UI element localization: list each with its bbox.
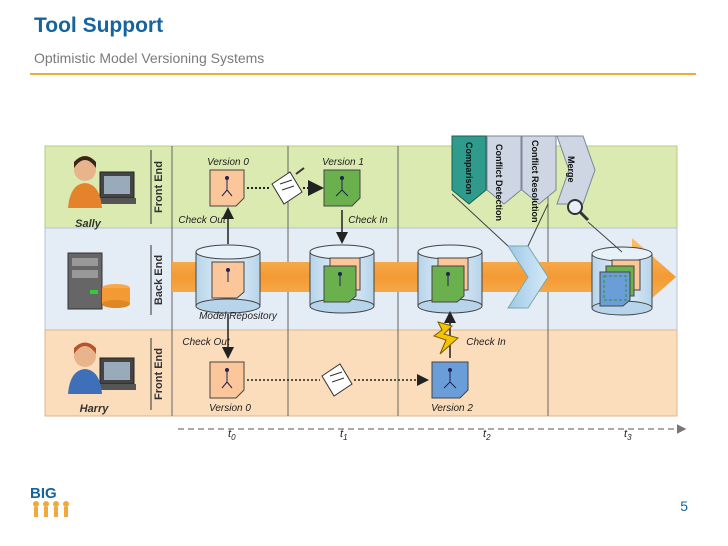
version1-label: Version 1: [322, 157, 364, 168]
repository-t2-icon: [417, 244, 483, 314]
process-steps: Comparison Conflict Detection Conflict R…: [451, 135, 596, 223]
repository-t1-icon: [309, 244, 375, 314]
edit-clipboard-icon: [271, 167, 305, 205]
harry-avatar-icon: [68, 342, 136, 394]
lane-label-back-end: Back End: [153, 255, 165, 305]
version0-bottom-document-icon: [209, 361, 245, 399]
checkin-bottom-label: Check In: [466, 337, 506, 348]
checkout-top-label: Check Out: [178, 215, 226, 226]
magnifier-icon: [567, 199, 590, 222]
lane-label-front-end-bottom: Front End: [153, 348, 165, 400]
timeline-t0: t0: [228, 428, 236, 442]
step-conflict-resolution: Conflict Resolution: [530, 140, 540, 223]
checkout-bottom-label: Check Out: [182, 337, 230, 348]
page-number: 5: [680, 498, 688, 514]
lane-harry: [44, 329, 678, 417]
lane-label-front-end-top: Front End: [153, 161, 165, 213]
timeline-t3: t3: [624, 428, 632, 442]
server-icon: [67, 252, 130, 310]
version0-bottom-label: Version 0: [209, 403, 251, 414]
repository-t0-icon: [195, 244, 261, 314]
version2-document-icon: [431, 361, 469, 399]
step-merge: Merge: [566, 156, 576, 183]
title-divider: [30, 73, 696, 75]
model-repository-label: Model Repository: [199, 311, 278, 322]
sally-avatar-icon: [68, 156, 136, 208]
timeline-t2: t2: [483, 428, 491, 442]
logo-text: BIG: [30, 485, 57, 502]
step-conflict-detection: Conflict Detection: [494, 144, 504, 221]
timeline-t1: t1: [340, 428, 348, 442]
version0-top-label: Version 0: [207, 157, 249, 168]
sally-label: Sally: [75, 218, 102, 230]
slide-subtitle: Optimistic Model Versioning Systems: [34, 50, 265, 66]
harry-label: Harry: [80, 403, 110, 415]
big-logo: BIG: [28, 482, 74, 527]
checkin-top-label: Check In: [348, 215, 388, 226]
version0-top-document-icon: [209, 169, 245, 207]
slide-title: Tool Support: [34, 14, 164, 37]
repository-t3-icon: [591, 246, 653, 316]
version2-label: Version 2: [431, 403, 473, 414]
step-comparison: Comparison: [464, 142, 474, 195]
edit-clipboard-bottom-icon: [321, 363, 353, 397]
conflict-lightning-icon: [432, 321, 460, 355]
version1-document-icon: [323, 169, 361, 207]
